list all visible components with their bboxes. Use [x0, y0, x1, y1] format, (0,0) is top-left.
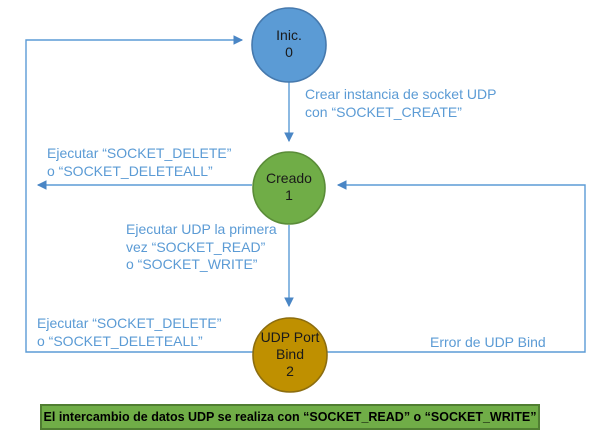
state-bind-number: 2: [286, 363, 294, 379]
state-bind-label: UDP Port Bind 2: [255, 329, 325, 380]
state-creado-number: 1: [285, 187, 293, 203]
state-bind-circle: [252, 317, 328, 393]
transition-delete-from-bind-label: Ejecutar “SOCKET_DELETE” o “SOCKET_DELET…: [37, 315, 222, 349]
state-creado-circle: [252, 151, 326, 225]
state-inic-label: Inic. 0: [244, 27, 334, 61]
state-creado-label: Creado 1: [244, 170, 334, 204]
edge-bind-error-to-creado: [323, 180, 586, 353]
info-banner-text: El intercambio de datos UDP se realiza c…: [43, 410, 537, 424]
transition-first-use-label: Ejecutar UDP la primera vez “SOCKET_READ…: [126, 221, 277, 272]
state-inic-circle: [251, 7, 327, 83]
edge-bind-delete-to-inic: [25, 35, 253, 353]
state-bind-name: UDP Port Bind: [260, 329, 320, 362]
state-inic-name: Inic.: [276, 27, 302, 43]
transition-bind-error-label: Error de UDP Bind: [430, 334, 546, 350]
transition-create-label: Crear instancia de socket UDP con “SOCKE…: [305, 86, 497, 120]
info-banner: El intercambio de datos UDP se realiza c…: [40, 404, 540, 430]
state-inic-number: 0: [285, 44, 293, 60]
state-creado-name: Creado: [266, 170, 312, 186]
transition-delete-from-creado-label: Ejecutar “SOCKET_DELETE” o “SOCKET_DELET…: [47, 145, 232, 179]
